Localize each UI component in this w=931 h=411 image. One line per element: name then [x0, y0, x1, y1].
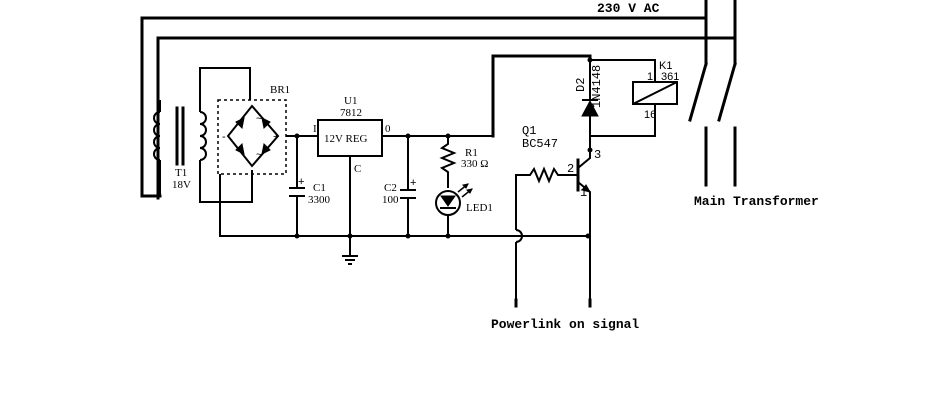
br1-diode-4-icon: [261, 142, 271, 155]
capacitor-c1: + C1 3300: [289, 136, 331, 236]
contact-neutral-switch: [717, 62, 737, 122]
q1-value-label: BC547: [522, 137, 558, 151]
r1-ref-label: R1: [465, 147, 478, 159]
relay-contacts: [688, 62, 737, 187]
k1-pin-top-label: 1: [647, 71, 653, 83]
diode-d2: D2 1N4148: [574, 60, 604, 150]
resistor-r1: R1 330 Ω: [439, 136, 488, 188]
mains-wire-inner: [156, 36, 737, 200]
br1-minus-label: -: [222, 131, 226, 143]
regulator-u1: U1 7812 12V REG I 0 C: [313, 95, 391, 236]
q1-pin-c-label: 3: [594, 148, 601, 162]
t1-primary-coil: [153, 111, 161, 161]
u1-value-label: 7812: [340, 107, 362, 119]
r1-value-label: 330 Ω: [461, 158, 488, 170]
k1-pin-bottom-label: 16: [644, 109, 656, 121]
d2-ref-label: D2: [574, 78, 588, 92]
c2-value-label: 100: [382, 194, 399, 206]
node-gnd-led: [445, 233, 451, 239]
mains-label: 230 V AC: [597, 1, 660, 16]
u1-body-label: 12V REG: [324, 133, 368, 145]
base-resistor: [515, 166, 578, 306]
k1-coil-diagonal: [632, 81, 678, 105]
r1-symbol: [439, 136, 457, 188]
u1-pin-common: C: [354, 163, 361, 175]
led1-ref-label: LED1: [466, 202, 493, 214]
ground-symbol: [342, 236, 358, 265]
u1-pin-in: I: [313, 123, 317, 135]
node-d2-bottom: [587, 147, 593, 153]
u1-pin-out: 0: [385, 123, 391, 135]
led1-arrow-2-icon: [465, 188, 473, 194]
relay-k1: K1 361 1 16: [590, 59, 679, 137]
mains-wire-outer: [140, 16, 708, 198]
k1-ref-label: K1: [659, 60, 672, 72]
t1-value-label: 18V: [172, 179, 191, 191]
t1-secondary-coil: [199, 111, 207, 161]
c1-symbol: [289, 136, 305, 236]
br1-ac-label-bottom: ~: [256, 149, 262, 161]
br1-ref-label: BR1: [270, 84, 290, 96]
q1-pin-e-label: 1: [580, 186, 587, 200]
br1-diamond: [226, 104, 280, 168]
main-transformer-label: Main Transformer: [694, 194, 819, 209]
transformer-t1: T1 18V: [153, 100, 207, 196]
br1-plus-label: +: [273, 131, 279, 143]
d2-value-label: 1N4148: [590, 65, 604, 108]
br1-diode-3-icon: [235, 142, 245, 155]
transistor-q1: Q1 BC547 2 3 1: [522, 124, 601, 306]
contact-live-switch: [688, 62, 708, 122]
t1-secondary-bottom-wire: [199, 160, 253, 203]
br1-diode-2-icon: [261, 117, 271, 130]
q1-emitter-lead: [577, 181, 591, 306]
node-gnd-c2: [405, 233, 411, 239]
led1-diode-icon: [440, 195, 456, 207]
k1-top-wire: [590, 59, 656, 82]
q1-emitter-arrow-icon: [581, 184, 592, 193]
br1-ac-label-top: ~: [256, 113, 262, 125]
bridge-rectifier-br1: BR1 + - ~ ~: [217, 84, 290, 175]
powerlink-label: Powerlink on signal: [491, 317, 639, 332]
led-led1: LED1: [435, 183, 493, 236]
mains-wiring: [140, 0, 737, 200]
ground-icon: [342, 236, 358, 265]
q1-ref-label: Q1: [522, 124, 536, 138]
q1-pin-b-label: 2: [567, 162, 574, 176]
ground-rail: [219, 174, 588, 237]
q1-collector-lead: [577, 150, 591, 169]
node-gnd-q1: [585, 233, 591, 239]
rail-to-relay: [491, 54, 592, 138]
led1-arrow-1-icon: [461, 183, 469, 189]
c1-ref-label: C1: [313, 182, 326, 194]
t1-ref-label: T1: [175, 167, 187, 179]
c2-symbol: [400, 136, 416, 236]
k1-value-label: 361: [661, 71, 679, 83]
node-gnd-c1: [294, 233, 300, 239]
k1-bottom-wire: [590, 104, 656, 137]
t1-secondary-top-wire: [199, 67, 251, 112]
c1-value-label: 3300: [308, 194, 331, 206]
wire-crossover-icon: [515, 229, 523, 243]
c1-plus-label: +: [298, 176, 304, 188]
c2-plus-label: +: [410, 177, 416, 189]
capacitor-c2: + C2 100: [382, 136, 416, 236]
u1-ref-label: U1: [344, 95, 357, 107]
c2-ref-label: C2: [384, 182, 397, 194]
br1-diode-1-icon: [235, 117, 245, 130]
